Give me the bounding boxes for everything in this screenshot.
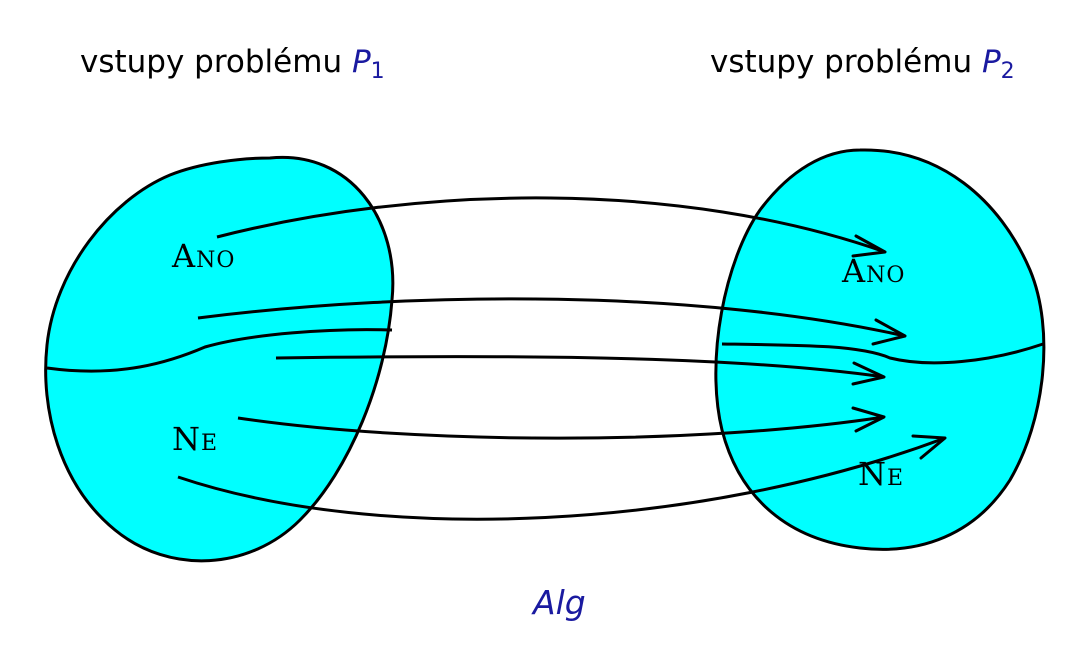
right-no-label: Ne <box>858 455 905 493</box>
right-yes-label: Ano <box>842 252 906 290</box>
right-set-title: vstupy problému P2 <box>710 44 1015 84</box>
left-set-divider <box>46 328 393 373</box>
left-problem-variable: P1 <box>351 44 385 84</box>
mapping-arrow-yes-3 <box>275 355 885 379</box>
arrowhead <box>851 406 886 433</box>
mapping-arrow-no-2 <box>177 436 946 521</box>
right-title-text: vstupy problému <box>710 44 973 80</box>
arrowhead <box>851 234 887 258</box>
mapping-arrow-yes-1 <box>216 196 886 254</box>
arrowhead <box>871 318 907 346</box>
algorithm-label: Alg <box>533 583 586 622</box>
mapping-arrow-no-1 <box>237 415 885 440</box>
left-title-text: vstupy problému <box>80 44 343 80</box>
left-no-label: Ne <box>172 420 219 458</box>
left-set-title: vstupy problému P1 <box>80 44 385 84</box>
right-problem-variable: P2 <box>981 44 1015 84</box>
arrowhead <box>911 434 947 460</box>
mapping-arrow-yes-2 <box>197 297 906 338</box>
arrowhead <box>851 361 886 386</box>
left-yes-label: Ano <box>172 237 236 275</box>
left-input-set <box>44 155 395 563</box>
right-set-divider <box>721 342 1044 365</box>
right-input-set <box>714 148 1046 551</box>
